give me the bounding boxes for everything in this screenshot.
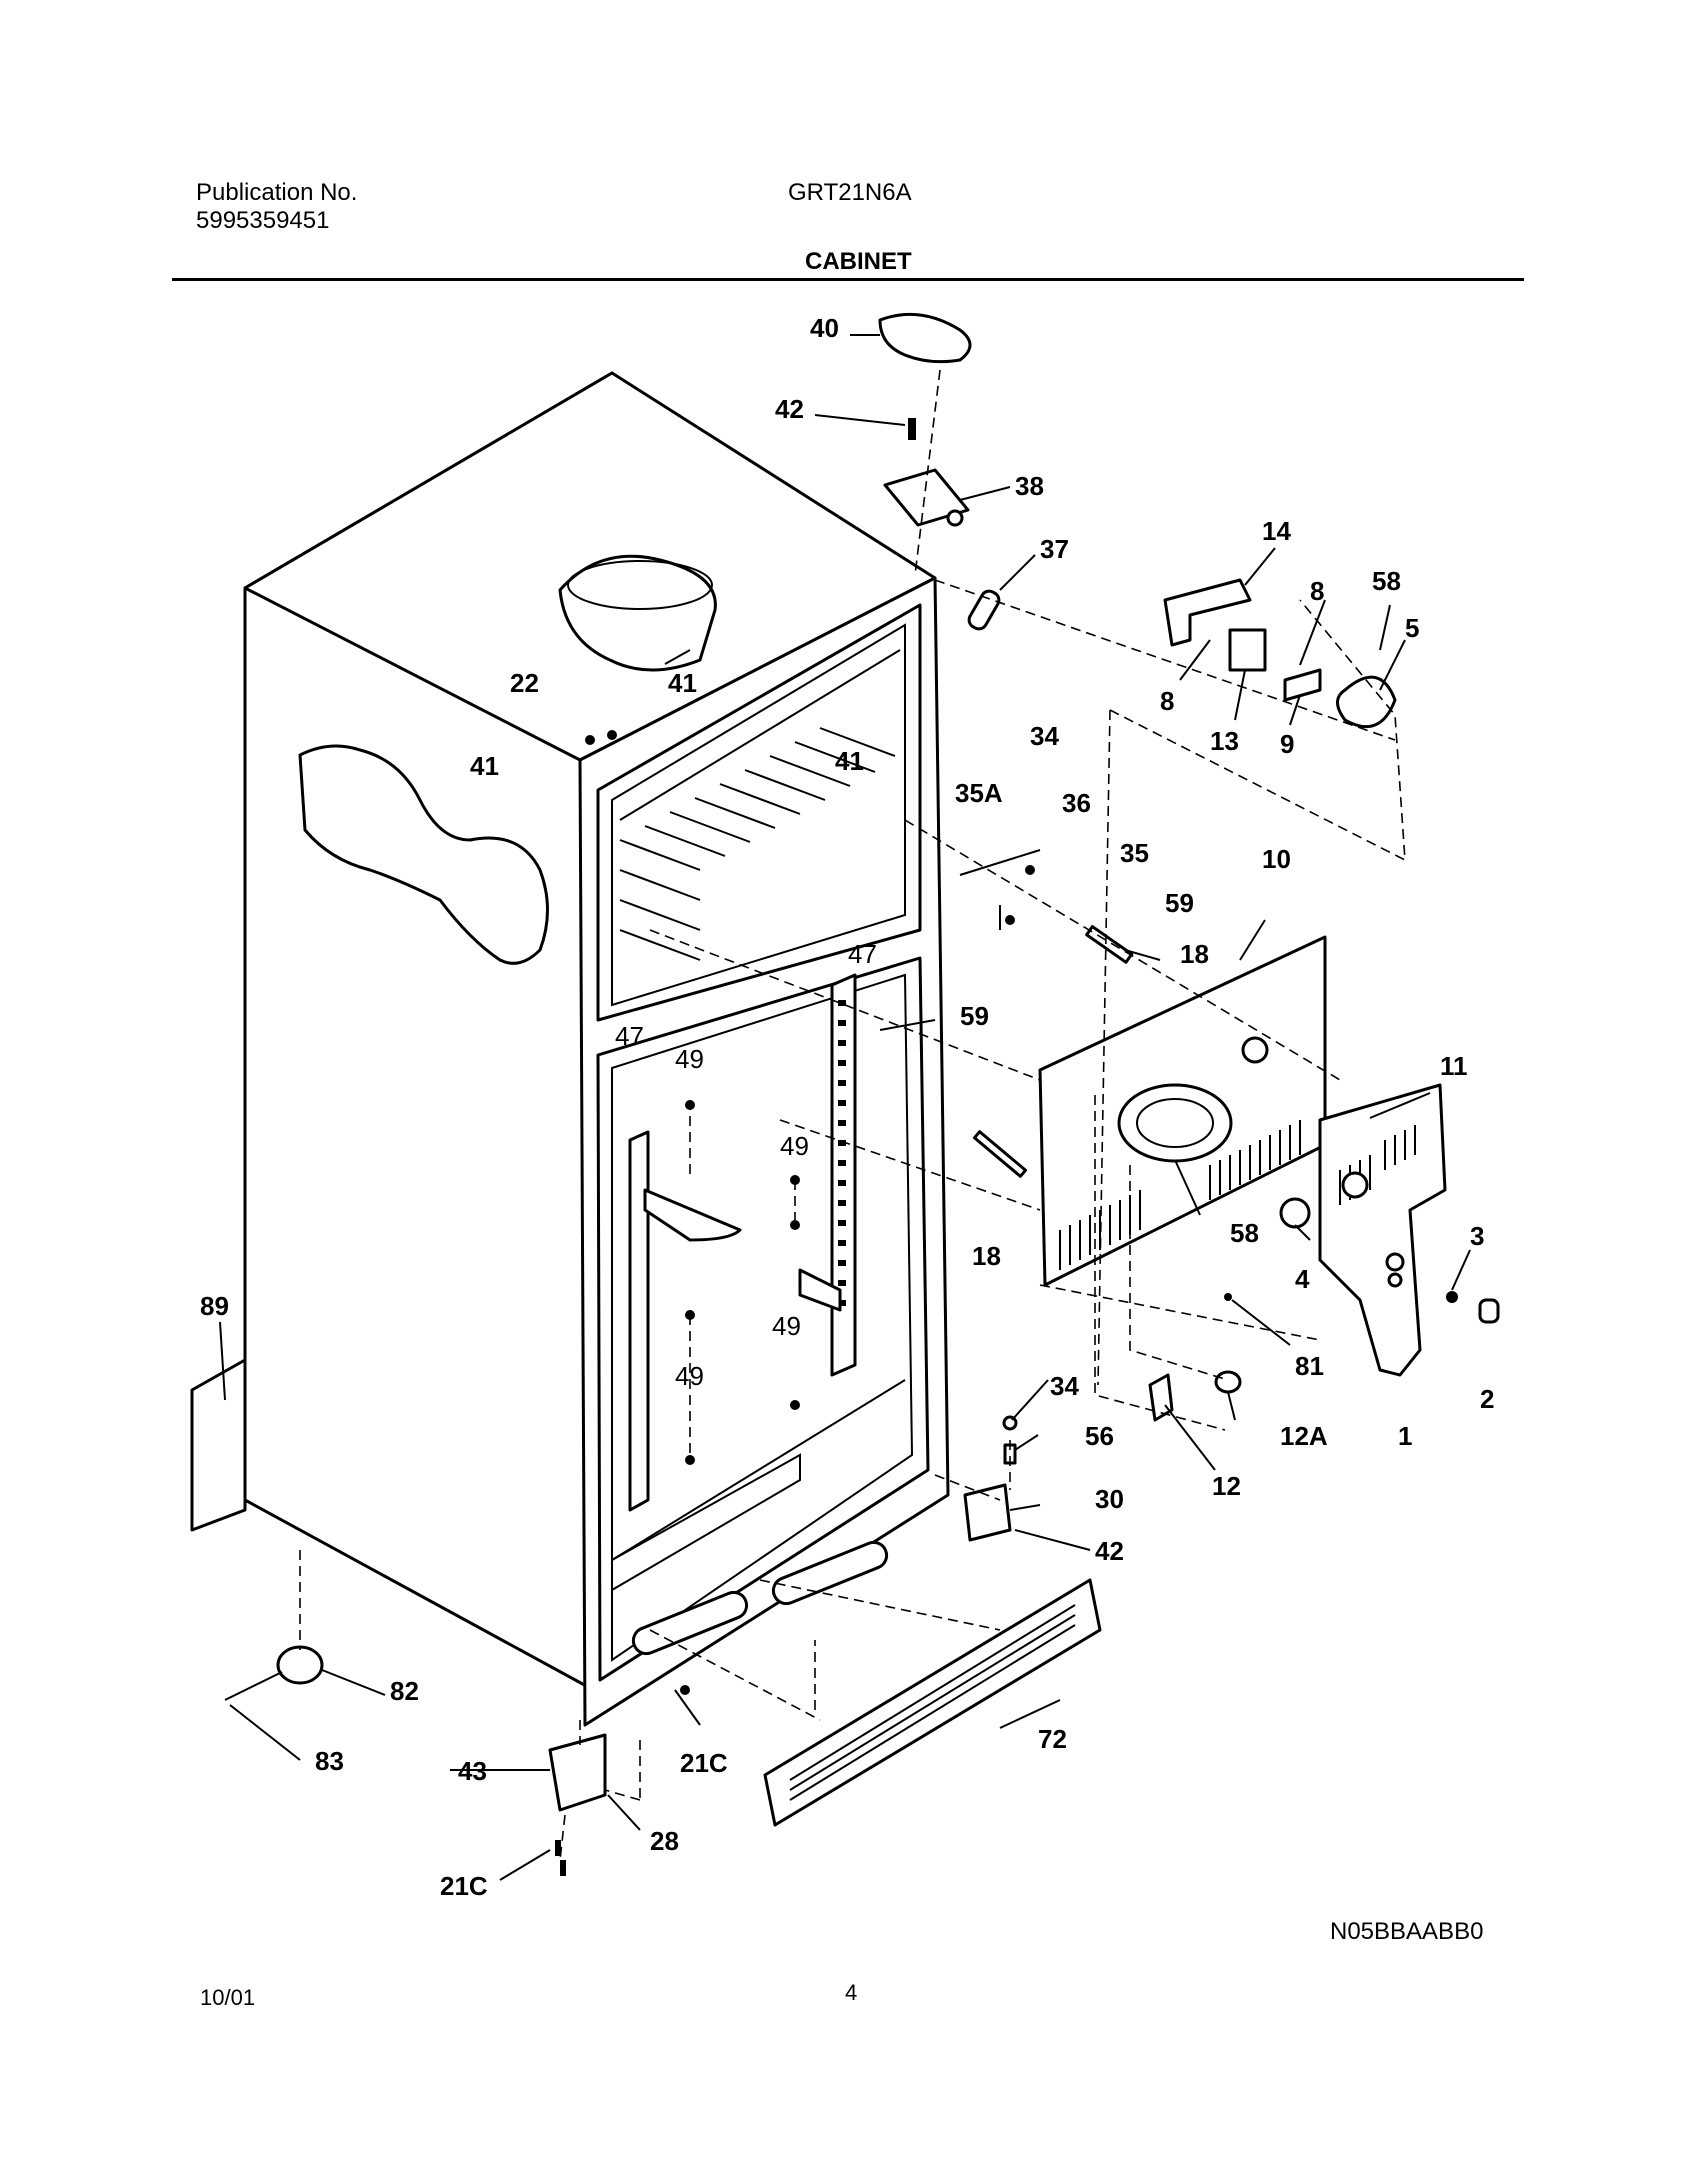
callout-89: 89 <box>200 1291 229 1321</box>
callout-59-left: 59 <box>960 1001 989 1031</box>
page-number: 4 <box>845 1980 858 2005</box>
callout-56: 56 <box>1085 1421 1114 1451</box>
callout-3: 3 <box>1470 1221 1484 1251</box>
callout-81: 81 <box>1295 1351 1324 1381</box>
callout-41-top: 41 <box>668 668 697 698</box>
callout-37: 37 <box>1040 534 1069 564</box>
publication-label: Publication No. <box>196 179 358 206</box>
toe-grille <box>763 1578 1102 1827</box>
callout-49-bottom: 49 <box>675 1361 704 1391</box>
callout-42: 42 <box>775 394 804 424</box>
callout-58-top: 58 <box>1372 566 1401 596</box>
callout-41-side: 41 <box>470 751 499 781</box>
cabinet-body <box>190 371 950 1727</box>
callout-58-mid: 58 <box>1230 1218 1259 1248</box>
callout-47-left: 47 <box>615 1021 644 1051</box>
assembly-lines <box>299 369 1406 1861</box>
callout-22: 22 <box>510 668 539 698</box>
shelf-rails <box>628 973 857 1512</box>
callout-4: 4 <box>1295 1264 1310 1294</box>
callout-34-top: 34 <box>1030 721 1059 751</box>
callout-21C-left: 21C <box>440 1871 488 1901</box>
callout-49-mid: 49 <box>780 1131 809 1161</box>
callout-43: 43 <box>458 1756 487 1786</box>
diagram-code: N05BBAABB0 <box>1330 1918 1484 1945</box>
callout-30: 30 <box>1095 1484 1124 1514</box>
callout-49-low: 49 <box>772 1311 801 1341</box>
evaporator-cover <box>1038 935 1327 1287</box>
leader-lines <box>219 334 1471 1881</box>
callout-72: 72 <box>1038 1724 1067 1754</box>
callout-2: 2 <box>1480 1384 1494 1414</box>
control-housing <box>1318 1083 1447 1377</box>
callout-21C-right: 21C <box>680 1748 728 1778</box>
callout-18-mid: 18 <box>972 1241 1001 1271</box>
callout-8-right: 8 <box>1310 576 1324 606</box>
callout-12A: 12A <box>1280 1421 1328 1451</box>
header-rule <box>172 278 1524 281</box>
callout-1: 1 <box>1398 1421 1412 1451</box>
top-hinge-parts <box>878 312 1001 631</box>
callout-18-top: 18 <box>1180 939 1209 969</box>
callout-11: 11 <box>1440 1051 1468 1081</box>
callout-labels: 40 42 38 37 14 8 58 5 8 13 9 22 41 41 41… <box>200 313 1494 1901</box>
callout-59-right: 59 <box>1165 888 1194 918</box>
callout-14: 14 <box>1262 516 1291 546</box>
freezer-ribs <box>619 649 901 961</box>
callout-35: 35 <box>1120 838 1149 868</box>
callout-28: 28 <box>650 1826 679 1856</box>
revision-date: 10/01 <box>200 1985 256 2010</box>
callout-5: 5 <box>1405 613 1419 643</box>
callout-47-right: 47 <box>848 939 877 969</box>
callout-9: 9 <box>1280 729 1294 759</box>
callout-12: 12 <box>1212 1471 1241 1501</box>
callout-49-top: 49 <box>675 1044 704 1074</box>
callout-8-left: 8 <box>1160 686 1174 716</box>
callout-42-low: 42 <box>1095 1536 1124 1566</box>
callout-41-inner: 41 <box>835 746 864 776</box>
callout-34-low: 34 <box>1050 1371 1079 1401</box>
callout-10: 10 <box>1262 844 1291 874</box>
callout-38: 38 <box>1015 471 1044 501</box>
callout-82: 82 <box>390 1676 419 1706</box>
model-number: GRT21N6A <box>788 179 912 206</box>
callout-36: 36 <box>1062 788 1091 818</box>
small-parts <box>224 730 1500 1876</box>
publication-number: 5995359451 <box>196 207 330 234</box>
callout-13: 13 <box>1210 726 1239 756</box>
section-title: CABINET <box>805 248 912 275</box>
callout-40: 40 <box>810 313 839 343</box>
callout-83: 83 <box>315 1746 344 1776</box>
callout-35A: 35A <box>955 778 1003 808</box>
